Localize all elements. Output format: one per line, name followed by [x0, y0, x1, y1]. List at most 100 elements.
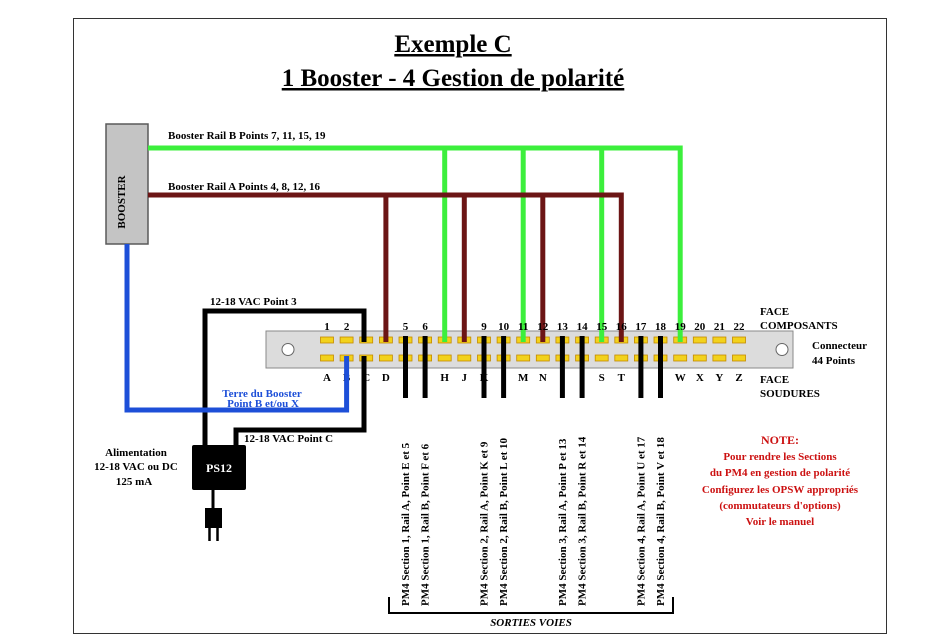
- pin-number-label: 19: [675, 321, 687, 333]
- supply-line-1: Alimentation: [105, 447, 167, 459]
- pin-number-label: 1: [324, 321, 330, 333]
- face-bottom-label-1: FACE: [760, 374, 789, 386]
- pin-letter-label: H: [440, 372, 449, 384]
- rail-a-main-wire: [148, 192, 624, 342]
- connector-pad-bottom: [594, 354, 609, 362]
- pin-letter-label: D: [382, 372, 390, 384]
- pin-letter-label: W: [675, 372, 686, 384]
- power-wire-point-3: [202, 308, 367, 447]
- output-label-2b: PM4 Section 2, Rail B, Point L et 10: [498, 437, 510, 606]
- output-label-3a: PM4 Section 3, Rail A, Point P et 13: [557, 438, 569, 606]
- power-wire-point-3-label: 12-18 VAC Point 3: [210, 296, 297, 308]
- pin-number-label: 6: [422, 321, 428, 333]
- power-supply: PS12: [192, 445, 246, 541]
- pin-number-label: 21: [714, 321, 725, 333]
- pin-number-label: 22: [734, 321, 746, 333]
- face-top-label-2: COMPOSANTS: [760, 320, 838, 332]
- pin-number-label: 12: [537, 321, 549, 333]
- output-labels: PM4 Section 1, Rail A, Point E et 5 PM4 …: [400, 436, 667, 606]
- connector-pad-bottom: [673, 354, 688, 362]
- pin-number-label: 2: [344, 321, 350, 333]
- pin-number-label: 18: [655, 321, 667, 333]
- connector-pad-bottom: [712, 354, 727, 362]
- rail-a-label: Booster Rail A Points 4, 8, 12, 16: [168, 181, 320, 193]
- connector-pad-top: [692, 336, 707, 344]
- rail-a-wires: [148, 192, 624, 342]
- pin-letter-label: N: [539, 372, 547, 384]
- pin-number-label: 5: [403, 321, 409, 333]
- connector-pad-bottom: [614, 354, 629, 362]
- pin-number-label: 20: [694, 321, 706, 333]
- connector-pad-bottom: [692, 354, 707, 362]
- pin-letter-label: X: [696, 372, 704, 384]
- diagram-subtitle: 1 Booster - 4 Gestion de polarité: [282, 65, 625, 92]
- face-top-label-1: FACE: [760, 306, 789, 318]
- ground-label-line-2: Point B et/ou X: [227, 398, 299, 410]
- pin-number-label: 9: [481, 321, 487, 333]
- connector-name-line-2: 44 Points: [812, 355, 856, 367]
- output-label-1a: PM4 Section 1, Rail A, Point E et 5: [400, 442, 412, 606]
- connector-pad-bottom: [320, 354, 334, 362]
- pin-number-label: 17: [635, 321, 647, 333]
- booster-label: BOOSTER: [116, 174, 128, 228]
- pin-letter-label: T: [618, 372, 626, 384]
- pin-number-label: 14: [577, 321, 589, 333]
- note-line-4: (commutateurs d'options): [719, 500, 841, 512]
- pin-letter-label: A: [323, 372, 331, 384]
- connector-pad-bottom: [516, 354, 531, 362]
- power-supply-box: [192, 445, 246, 490]
- power-plug: [205, 508, 222, 528]
- pin-letter-label: M: [518, 372, 529, 384]
- outputs-group-label: SORTIES VOIES: [490, 617, 572, 629]
- connector-pad-top: [320, 336, 334, 344]
- note-line-5: Voir le manuel: [746, 516, 814, 528]
- pin-letter-label: Y: [715, 372, 723, 384]
- output-label-2a: PM4 Section 2, Rail A, Point K et 9: [479, 441, 491, 606]
- pin-number-label: 11: [518, 321, 528, 333]
- output-wires: [403, 336, 663, 398]
- connector-pad-top: [732, 336, 746, 344]
- connector-pad-bottom: [732, 354, 746, 362]
- connector-pad-top: [339, 336, 354, 344]
- connector-mount-hole-left: [281, 343, 295, 356]
- pin-letter-label: J: [462, 372, 468, 384]
- pin-number-label: 10: [498, 321, 510, 333]
- supply-line-3: 125 mA: [116, 476, 152, 488]
- ground-wire: [124, 244, 350, 413]
- output-label-1b: PM4 Section 1, Rail B, Point F et 6: [420, 443, 432, 606]
- pin-number-label: 13: [557, 321, 569, 333]
- power-supply-label: PS12: [206, 461, 232, 475]
- power-wire-point-c-label: 12-18 VAC Point C: [244, 433, 333, 445]
- connector-mount-hole-right: [775, 343, 789, 356]
- pin-number-label: 15: [596, 321, 608, 333]
- pin-letter-label: Z: [735, 372, 742, 384]
- note: NOTE: Pour rendre les Sections du PM4 en…: [702, 433, 859, 528]
- note-line-2: du PM4 en gestion de polarité: [710, 467, 850, 479]
- connector-pad-bottom: [437, 354, 452, 362]
- note-line-3: Configurez les OPSW appropriés: [702, 484, 859, 496]
- connector-name-line-1: Connecteur: [812, 340, 867, 352]
- booster-box: [105, 123, 149, 245]
- pin-letter-label: S: [599, 372, 605, 384]
- output-label-4b: PM4 Section 4, Rail B, Point V et 18: [655, 437, 667, 606]
- power-wire-point-c: [233, 356, 367, 447]
- ground-label-line-1: Terre du Booster: [222, 388, 302, 400]
- connector-pad-bottom: [535, 354, 550, 362]
- face-bottom-label-2: SOUDURES: [760, 388, 820, 400]
- note-line-1: Pour rendre les Sections: [723, 451, 837, 463]
- output-label-4a: PM4 Section 4, Rail A, Point U et 17: [635, 436, 647, 606]
- power-plug-prongs: [208, 527, 219, 541]
- booster: BOOSTER: [105, 123, 149, 245]
- rail-b-wires: [148, 145, 683, 342]
- connector-pad-bottom: [457, 354, 472, 362]
- connector-pad-bottom: [378, 354, 393, 362]
- note-heading: NOTE:: [761, 433, 799, 447]
- pin-number-label: 16: [616, 321, 628, 333]
- rail-b-label: Booster Rail B Points 7, 11, 15, 19: [168, 130, 326, 142]
- diagram-title: Exemple C: [394, 31, 511, 58]
- rail-b-main-wire: [148, 145, 683, 342]
- outputs-bracket: [388, 597, 674, 614]
